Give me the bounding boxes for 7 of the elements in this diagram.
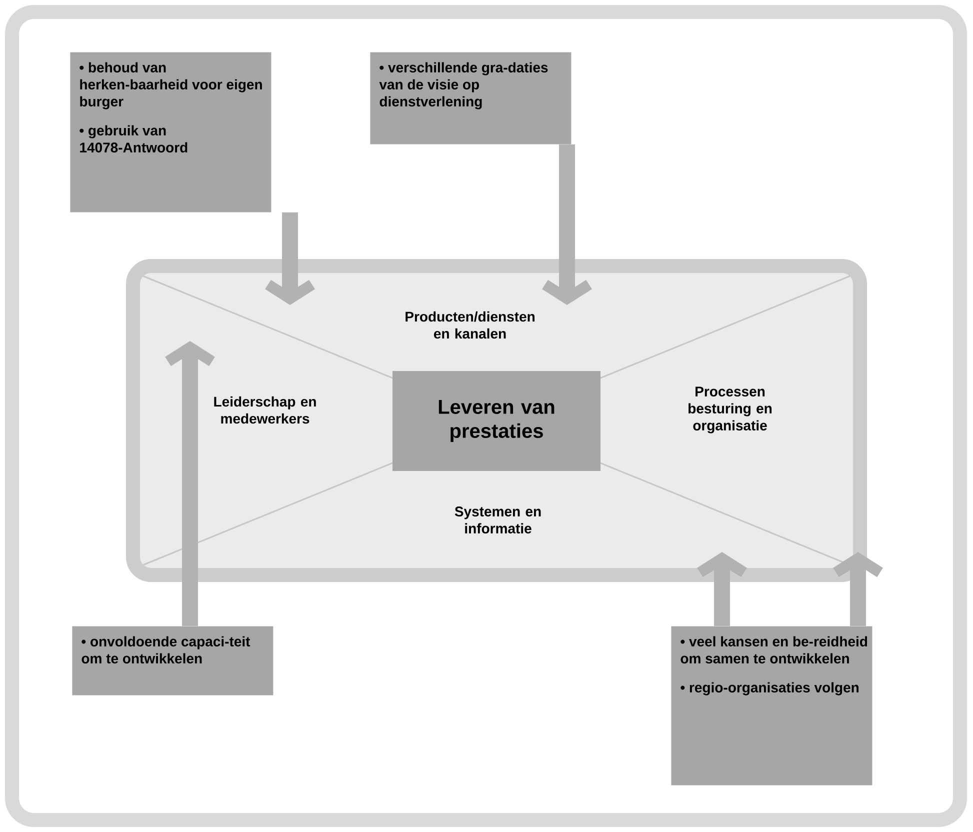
note-box: • behoud van herken-baarheid voor eigen burger • gebruik van 14078-Antwoord (70, 52, 272, 212)
arrow (165, 341, 215, 626)
note-box: • onvoldoende capaci-teit om te ontwikkelen (72, 626, 274, 696)
note-box: • verschillende gra-daties van de visie op dienstverlening (370, 52, 572, 144)
arrow (542, 144, 592, 305)
note-box: • veel kansen en be-reidheid om samen te ontwikkelen • regio-organisaties volgen (671, 626, 872, 786)
center-box: Leveren van prestaties (392, 371, 600, 471)
